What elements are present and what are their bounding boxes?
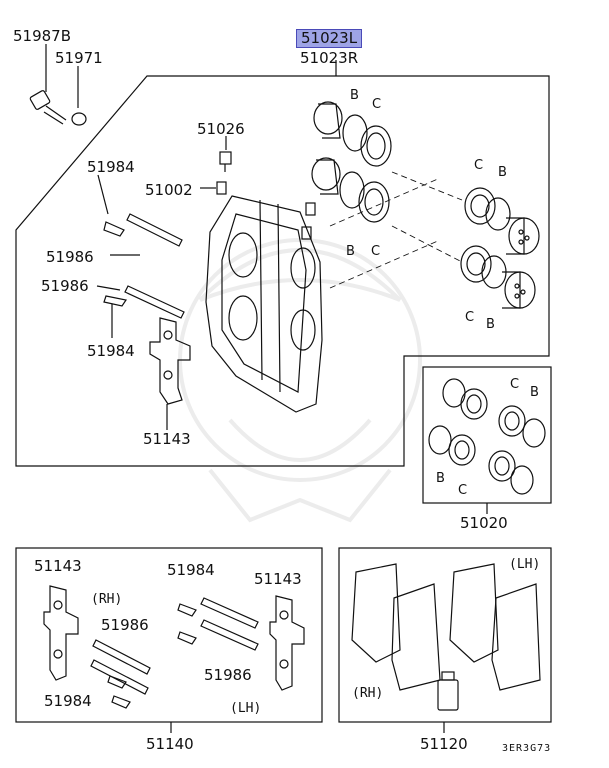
callout-c: C xyxy=(510,377,520,392)
bleeder-51002 xyxy=(216,181,316,240)
bolt-51987B xyxy=(29,90,67,125)
part-number-51986[interactable]: 51986 xyxy=(204,666,252,684)
part-number-51984[interactable]: 51984 xyxy=(87,342,135,360)
pin-51986-lower xyxy=(124,285,185,319)
piston-set-left-lower xyxy=(311,157,390,223)
piston-set-left-upper xyxy=(313,101,392,167)
watermark-emblem xyxy=(178,238,422,523)
part-number-51002[interactable]: 51002 xyxy=(145,181,193,199)
callout-c: C xyxy=(371,244,381,259)
caliper-assembly-outline xyxy=(15,75,550,467)
callout-b: B xyxy=(436,471,445,486)
diagram-code: 3ER3G73 xyxy=(502,743,552,754)
part-number-51971[interactable]: 51971 xyxy=(55,49,103,67)
clip-51984-lower xyxy=(103,295,127,307)
caliper-body xyxy=(205,195,323,413)
piston-set-right-lower xyxy=(460,245,536,309)
part-number-51986[interactable]: 51986 xyxy=(101,616,149,634)
callout-b: B xyxy=(530,385,539,400)
pin-51986-upper xyxy=(126,213,183,247)
bleeder-51026 xyxy=(219,151,232,172)
part-number-51026[interactable]: 51026 xyxy=(197,120,245,138)
part-number-51986[interactable]: 51986 xyxy=(41,277,89,295)
callout-c: C xyxy=(458,483,468,498)
part-number-51987B[interactable]: 51987B xyxy=(13,27,72,45)
spring-51143 xyxy=(149,317,191,405)
pad-kit-box xyxy=(338,547,552,723)
seal-kit-parts xyxy=(428,378,546,495)
hardware-kit-parts xyxy=(43,585,305,709)
callout-c: C xyxy=(372,97,382,112)
label-rh: (RH) xyxy=(352,686,384,701)
callout-c: C xyxy=(465,310,475,325)
part-number-51986[interactable]: 51986 xyxy=(46,248,94,266)
part-number-51984[interactable]: 51984 xyxy=(44,692,92,710)
part-number-51143[interactable]: 51143 xyxy=(143,430,191,448)
callout-c: C xyxy=(474,158,484,173)
part-number-51120[interactable]: 51120 xyxy=(420,735,468,753)
washer-51971 xyxy=(71,112,87,126)
piston-set-right-upper xyxy=(464,187,540,255)
callout-b: B xyxy=(346,244,355,259)
brake-pad-parts xyxy=(351,563,541,711)
part-number-51143[interactable]: 51143 xyxy=(254,570,302,588)
part-number-51984[interactable]: 51984 xyxy=(87,158,135,176)
callout-b: B xyxy=(486,317,495,332)
label-lh: (LH) xyxy=(230,701,262,716)
callout-b: B xyxy=(350,88,359,103)
callout-b: B xyxy=(498,165,507,180)
part-number-51023L[interactable]: 51023L xyxy=(296,29,363,48)
part-number-51023R[interactable]: 51023R xyxy=(300,49,359,67)
part-number-51140[interactable]: 51140 xyxy=(146,735,194,753)
label-rh: (RH) xyxy=(91,592,123,607)
hardware-kit-box xyxy=(15,547,323,723)
part-number-51984[interactable]: 51984 xyxy=(167,561,215,579)
label-lh: (LH) xyxy=(509,557,541,572)
part-number-51020[interactable]: 51020 xyxy=(460,514,508,532)
part-number-51143[interactable]: 51143 xyxy=(34,557,82,575)
clip-51984-upper xyxy=(103,221,125,237)
